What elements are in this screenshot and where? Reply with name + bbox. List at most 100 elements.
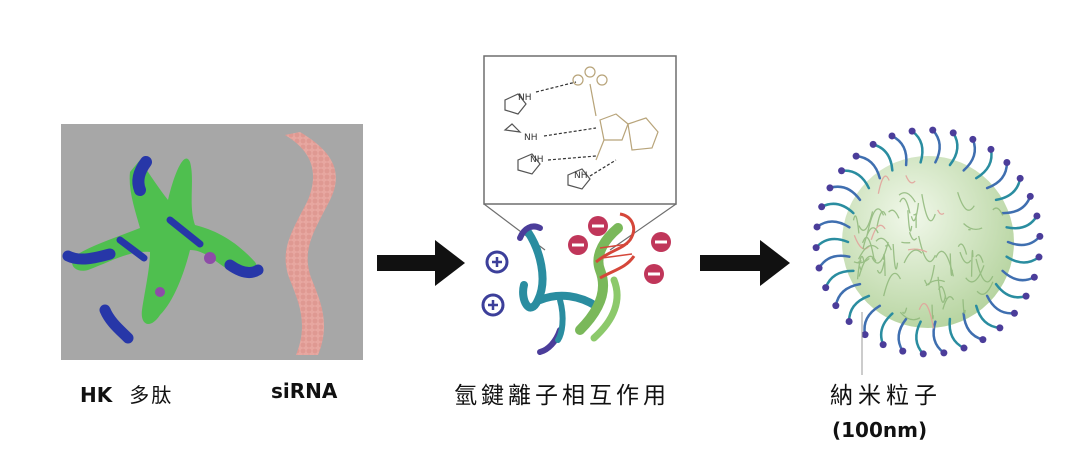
positive-charge-icon-2	[481, 293, 505, 317]
strand-tip	[996, 324, 1004, 332]
mesh-strand	[871, 241, 889, 264]
strand-tip	[987, 145, 995, 153]
mesh-strand	[970, 250, 974, 277]
chem-nh-label-2: NH	[524, 133, 538, 143]
mesh-strand	[949, 253, 953, 276]
mesh-strand	[957, 192, 975, 211]
sirna-label: siRNA	[271, 379, 338, 403]
chem-nh-label-1: NH	[518, 93, 532, 103]
strand-tip	[838, 167, 846, 175]
hk-peptide-label: HK 多肽	[80, 379, 173, 408]
strand-tip	[1033, 212, 1041, 220]
mesh-strand	[957, 243, 968, 255]
mesh-strand	[975, 254, 984, 263]
mesh-strand	[942, 296, 955, 310]
mesh-strand	[907, 210, 913, 232]
hk-peptide-label-latin: HK	[80, 383, 113, 407]
mesh-strand	[853, 257, 870, 264]
mesh-strand	[975, 258, 994, 283]
strand-tip	[812, 244, 820, 252]
mesh-strand	[905, 175, 916, 184]
strand-tip	[818, 203, 826, 211]
mesh-strand	[856, 255, 865, 280]
interaction-panel: NH NH NH NH	[481, 55, 677, 355]
mesh-strand	[883, 272, 902, 297]
mesh-strand	[962, 299, 966, 315]
strand-tip	[1016, 174, 1024, 182]
mesh-strand	[925, 279, 946, 287]
mesh-strand	[859, 266, 863, 271]
mesh-strand	[858, 244, 879, 260]
negative-charge-icon-4	[644, 264, 664, 284]
strand-tip	[832, 302, 840, 310]
mesh-strand	[963, 223, 983, 231]
strand-tip	[1022, 292, 1030, 300]
strand-tip	[940, 349, 948, 357]
mesh-strand	[875, 237, 892, 251]
strand-tip	[869, 140, 877, 148]
strand-tip	[861, 331, 869, 339]
arrow-1	[377, 240, 465, 286]
mesh-strand	[902, 307, 908, 314]
strand-tip	[813, 223, 821, 231]
mesh-strand	[913, 213, 917, 216]
strand-tip	[899, 347, 907, 355]
mesh-strand	[888, 209, 900, 219]
mesh-strand	[876, 261, 885, 274]
mesh-strand	[907, 248, 928, 253]
mesh-strand	[858, 211, 874, 231]
strand-tip	[1030, 273, 1038, 281]
strand-tip	[1026, 192, 1034, 200]
mesh-strand	[921, 194, 936, 222]
ribbon-complex	[517, 212, 636, 355]
strand-tip	[949, 129, 957, 137]
nanoparticle-strands	[812, 126, 1044, 358]
strand-tip	[822, 284, 830, 292]
nanoparticle-size-label: (100nm)	[832, 418, 928, 442]
strand-tip	[852, 152, 860, 160]
nanoparticle-label: 納米粒子	[830, 383, 942, 409]
nanoparticle-core	[842, 156, 1014, 328]
strand-tip	[879, 341, 887, 349]
chemical-structure	[503, 66, 659, 190]
mesh-strand	[870, 224, 886, 241]
mesh-strand	[862, 227, 879, 250]
strand-tip	[826, 184, 834, 192]
chem-nh-label-3: NH	[530, 155, 544, 165]
mesh-strand	[937, 276, 947, 303]
negative-charge-icon-2	[588, 216, 608, 236]
mesh-strand	[910, 202, 920, 222]
mesh-strand	[862, 236, 875, 260]
mesh-strand	[903, 249, 923, 264]
mesh-strand	[937, 209, 945, 215]
negative-charge-icon-1	[568, 235, 588, 255]
sirna-structure	[285, 132, 336, 355]
strand-tip	[908, 127, 916, 135]
strand-tip	[919, 350, 927, 358]
mesh-strand	[918, 235, 936, 263]
interaction-label: 氫鍵離子相互作用	[454, 383, 670, 409]
mesh-strand	[877, 175, 890, 194]
hk-peptide-label-cjk: 多肽	[129, 383, 174, 407]
negative-charge-icon-3	[651, 232, 671, 252]
mesh-strand	[899, 311, 921, 321]
strand-tip	[845, 317, 853, 325]
mesh-strand	[908, 232, 918, 241]
nanoparticle-mesh	[852, 175, 1004, 329]
strand-tip	[1036, 232, 1044, 240]
strand-tip	[969, 135, 977, 143]
strand-tip	[960, 344, 968, 352]
strand-tip	[888, 132, 896, 140]
strand-tip	[929, 126, 937, 134]
strand-tip	[1003, 159, 1011, 167]
mesh-strand	[965, 265, 985, 283]
mesh-strand	[876, 211, 887, 227]
positive-charge-icon-1	[485, 250, 509, 274]
mesh-strand	[898, 192, 916, 203]
strand-tip	[1035, 253, 1043, 261]
nanoparticle	[812, 126, 1044, 375]
strand-tip	[979, 336, 987, 344]
mesh-strand	[918, 302, 935, 329]
